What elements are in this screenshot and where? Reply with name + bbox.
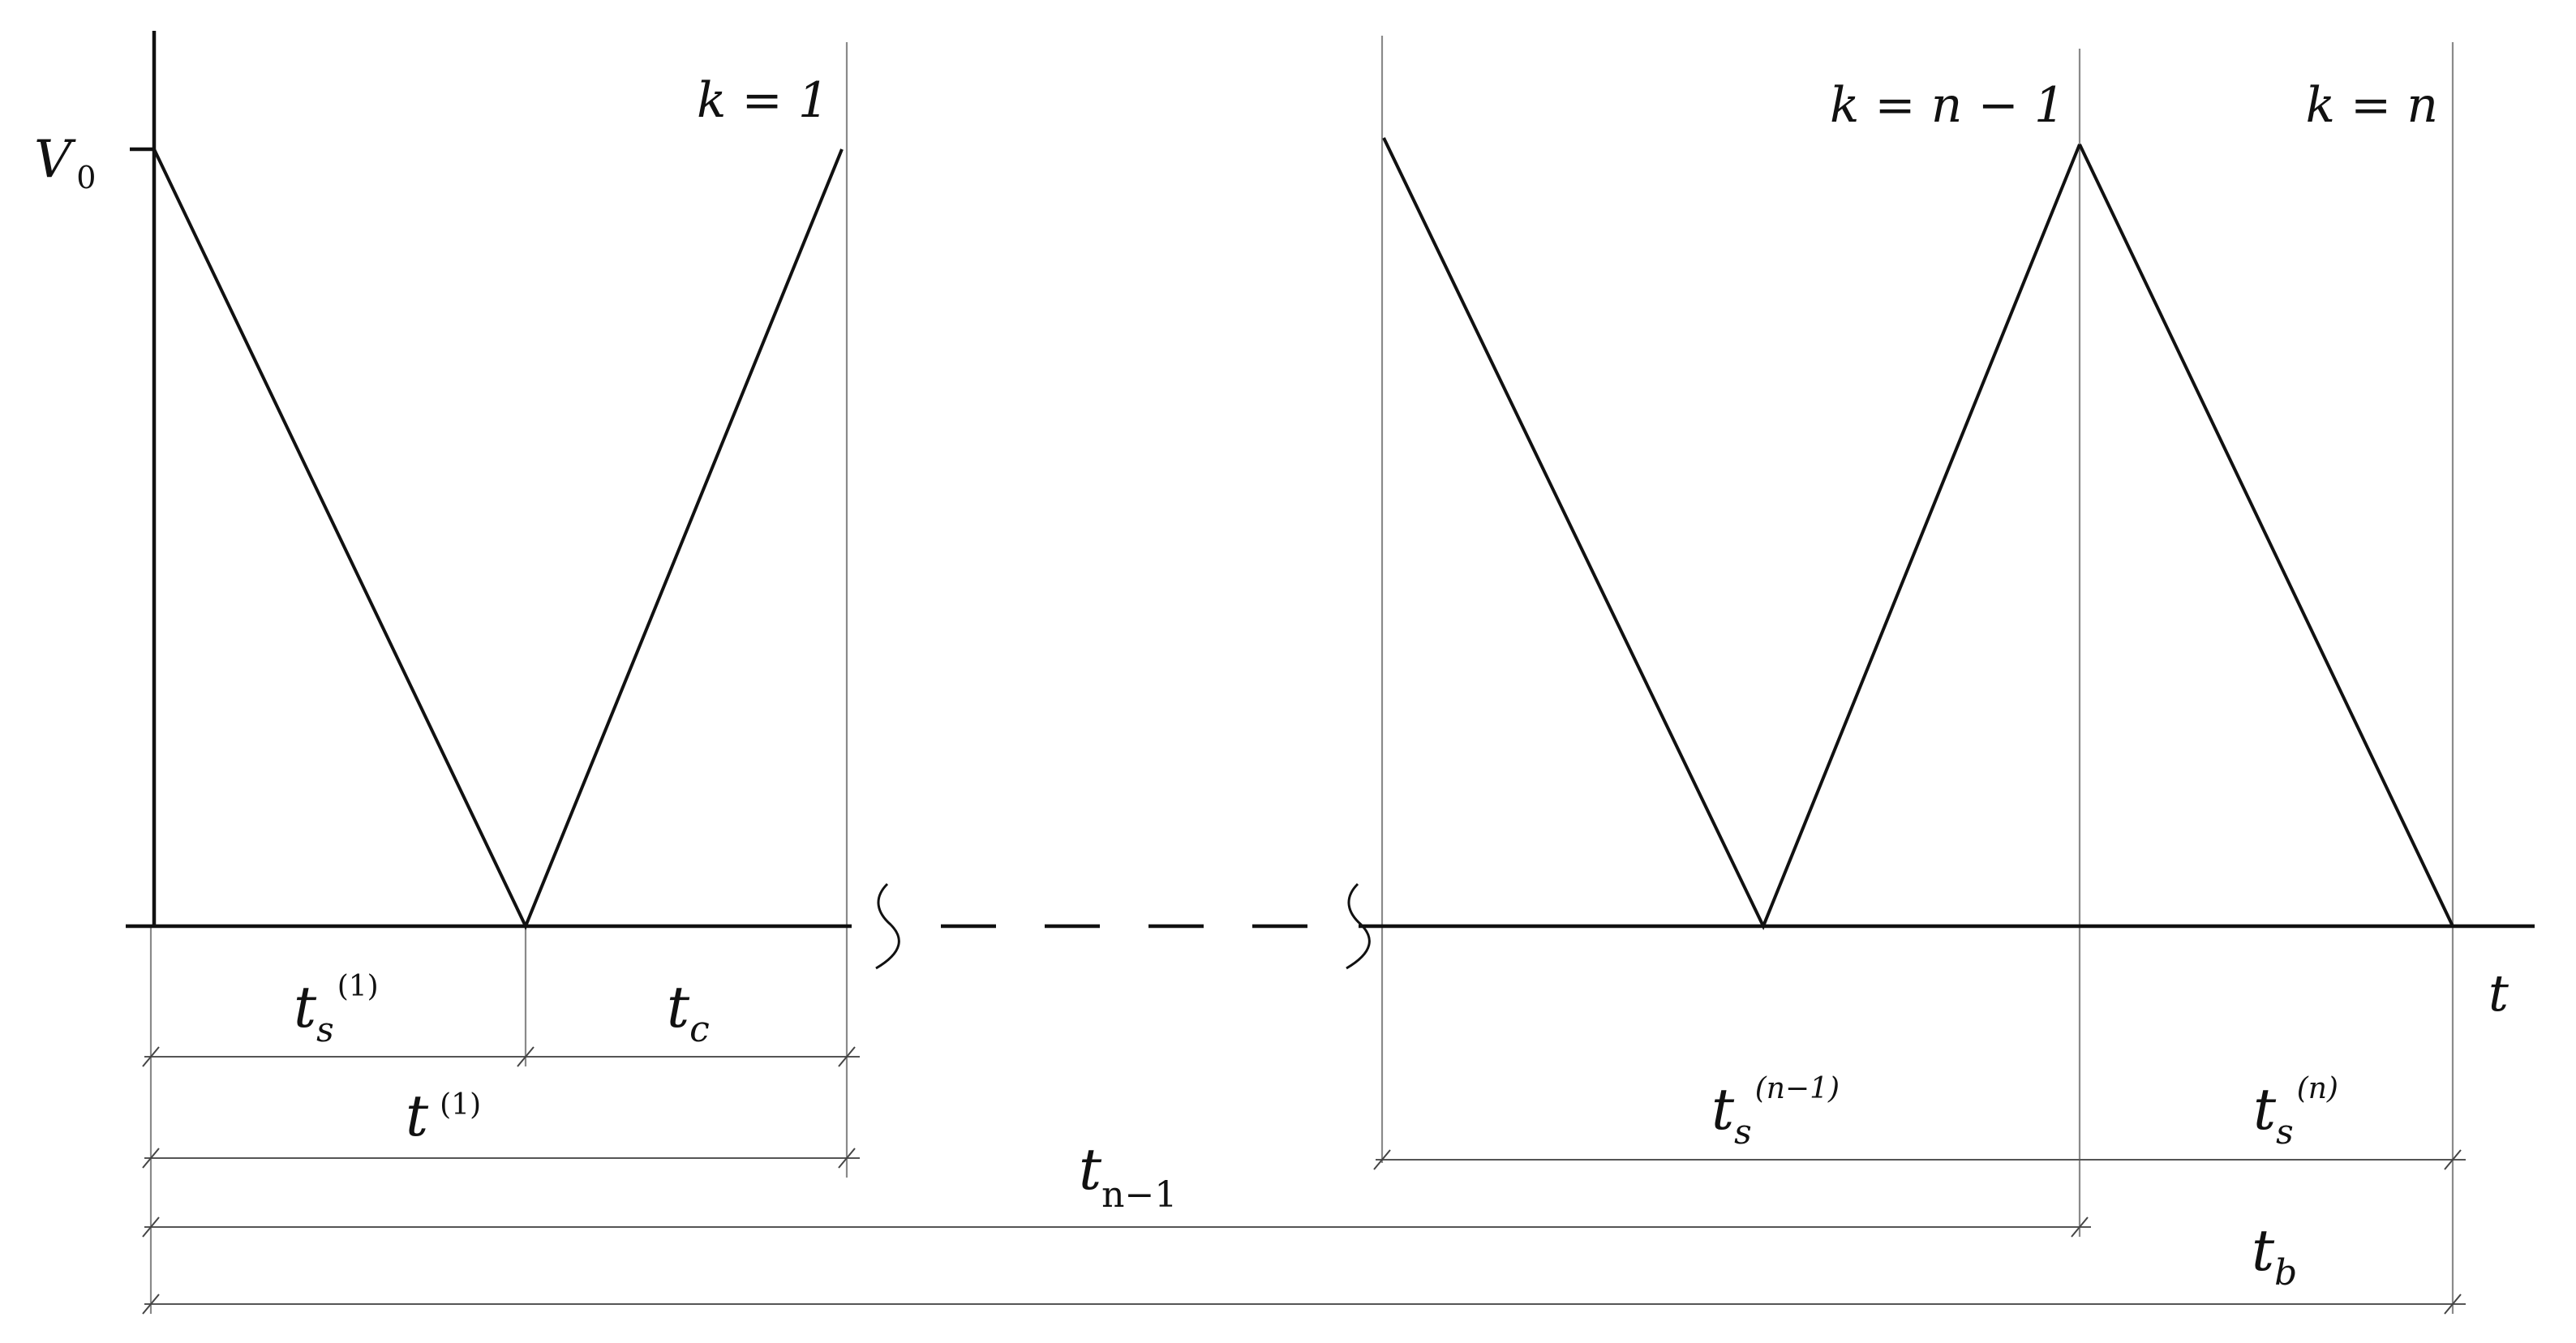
dimension-ticks <box>142 1046 2462 1315</box>
pulse-kn1-descent <box>1382 137 2081 930</box>
pulse-k1 <box>152 148 844 930</box>
label-tc: tc <box>667 974 710 1050</box>
label-t1: t(1) <box>406 1083 481 1149</box>
label-tn1: tn−1 <box>1079 1136 1177 1216</box>
axis-break-left <box>875 882 900 970</box>
label-ts1: ts(1) <box>294 970 379 1049</box>
label-tsn: ts(n) <box>2253 1072 2338 1152</box>
label-tsn1: ts(n−1) <box>1711 1072 1840 1152</box>
axis-break-right <box>1346 882 1371 970</box>
label-tb: tb <box>2252 1217 2297 1294</box>
pulse-kn <box>2078 144 2454 927</box>
pulse-label-kn1: k = n − 1 <box>1830 77 2065 134</box>
x-axis-label: t <box>2488 963 2509 1023</box>
pulse-label-kn: k = n <box>2306 77 2438 134</box>
pulse-label-k1: k = 1 <box>697 72 829 129</box>
